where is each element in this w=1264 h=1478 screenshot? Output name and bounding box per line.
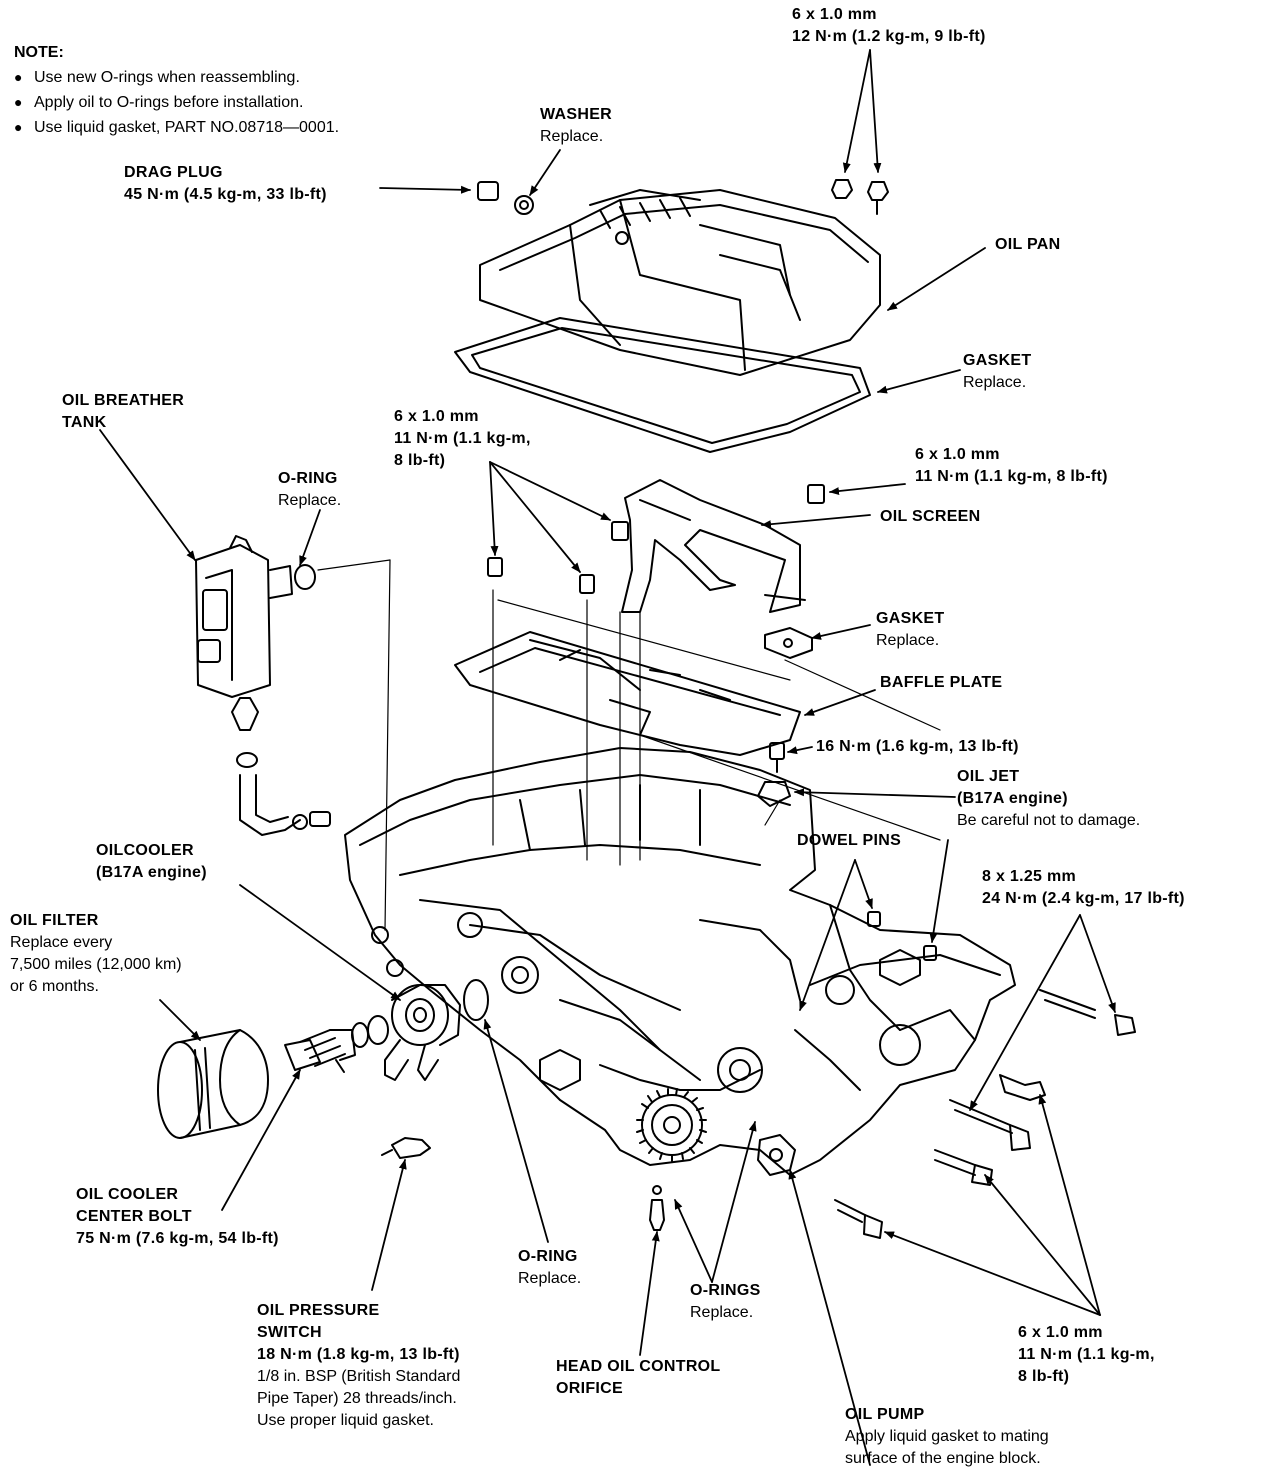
label-oil-screen: OIL SCREEN — [880, 508, 981, 525]
oil-pump-bolts-part — [834, 989, 1136, 1239]
label-oilcooler: OILCOOLER (B17A engine) — [96, 842, 207, 881]
label-screen-bolts-right: 6 x 1.0 mm 11 N·m (1.1 kg-m, 8 lb-ft) — [915, 446, 1108, 485]
label-o-rings: O-RINGS Replace. — [690, 1282, 761, 1321]
oil-pressure-switch-part — [391, 1137, 431, 1159]
oil-breather-tank-part — [195, 535, 331, 836]
oil-pan-part — [479, 189, 881, 376]
oil-pan-gasket-part — [454, 317, 871, 453]
label-washer: WASHER Replace. — [540, 106, 613, 145]
oil-cooler-part — [384, 979, 489, 1081]
pan-bolts-part — [831, 179, 889, 215]
label-oil-pressure-switch: OIL PRESSURE SWITCH 18 N·m (1.8 kg-m, 13… — [257, 1302, 461, 1429]
label-bolts-8x125: 8 x 1.25 mm 24 N·m (2.4 kg-m, 17 lb-ft) — [982, 868, 1185, 907]
oil-cooler-center-bolt-part — [284, 1015, 389, 1073]
label-oil-jet: OIL JET (B17A engine) Be careful not to … — [957, 768, 1141, 829]
oil-screen-part — [611, 479, 825, 613]
label-oil-breather-tank: OIL BREATHER TANK — [62, 392, 185, 431]
label-drag-plug: DRAG PLUG 45 N·m (4.5 kg-m, 33 lb-ft) — [124, 164, 327, 203]
head-oil-control-orifice-part — [649, 1199, 665, 1231]
label-breather-o-ring: O-RING Replace. — [278, 470, 342, 509]
note-block: NOTE: Use new O-rings when reassembling.… — [14, 40, 339, 140]
label-oil-jet-torque: 16 N·m (1.6 kg-m, 13 lb-ft) — [816, 738, 1019, 755]
label-dowel-pins: DOWEL PINS — [797, 832, 902, 849]
oil-filter-part — [157, 1029, 269, 1139]
label-pan-gasket: GASKET Replace. — [963, 352, 1032, 391]
label-screen-gasket: GASKET Replace. — [876, 610, 945, 649]
label-oil-pan: OIL PAN — [995, 236, 1061, 253]
label-oil-filter: OIL FILTER Replace every 7,500 miles (12… — [10, 912, 182, 995]
oil-screen-gasket-part — [764, 627, 813, 659]
note-item: Apply oil to O-rings before installation… — [14, 90, 339, 115]
label-screen-bolts-left: 6 x 1.0 mm 11 N·m (1.1 kg-m, 8 lb-ft) — [394, 408, 531, 469]
note-item: Use new O-rings when reassembling. — [14, 65, 339, 90]
label-cooler-o-ring: O-RING Replace. — [518, 1248, 582, 1287]
washer-part — [514, 195, 534, 215]
note-item: Use liquid gasket, PART NO.08718—0001. — [14, 115, 339, 140]
drag-plug-part — [477, 181, 499, 201]
label-head-oil-control-orifice: HEAD OIL CONTROL ORIFICE — [556, 1358, 721, 1397]
label-top-bolts: 6 x 1.0 mm 12 N·m (1.2 kg-m, 9 lb-ft) — [792, 6, 986, 45]
engine-block-part — [344, 747, 1016, 1176]
label-baffle-plate: BAFFLE PLATE — [880, 674, 1003, 691]
note-title: NOTE: — [14, 44, 64, 61]
label-oil-cooler-center-bolt: OIL COOLER CENTER BOLT 75 N·m (7.6 kg-m,… — [76, 1186, 279, 1247]
label-oil-pump: OIL PUMP Apply liquid gasket to mating s… — [845, 1406, 1049, 1467]
label-pump-bolts: 6 x 1.0 mm 11 N·m (1.1 kg-m, 8 lb-ft) — [1018, 1324, 1155, 1385]
baffle-plate-part — [454, 631, 801, 756]
